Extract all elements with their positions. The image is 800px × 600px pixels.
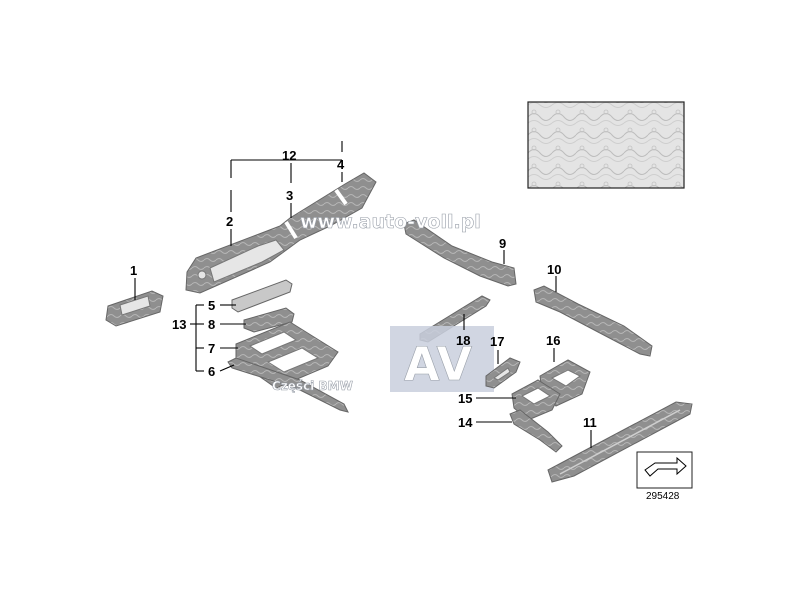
dashboard-trim-strip xyxy=(185,172,377,294)
part-10-door-trim xyxy=(533,285,653,357)
part-15-switch-frame xyxy=(511,379,561,421)
watermark-url: www.auto-voll.pl xyxy=(300,211,481,233)
part-6-long-strip xyxy=(227,357,349,413)
watermark-logo: AV xyxy=(390,326,494,392)
label-9: 9 xyxy=(499,236,506,251)
label-7: 7 xyxy=(208,341,215,356)
label-14: 14 xyxy=(458,415,473,430)
part-9-door-trim xyxy=(403,219,517,287)
label-15: 15 xyxy=(458,391,472,406)
label-2: 2 xyxy=(226,214,233,229)
label-6: 6 xyxy=(208,364,215,379)
part-11-sill-trim xyxy=(547,401,693,483)
leader-lines xyxy=(134,141,592,448)
part-14-trim xyxy=(509,409,563,453)
label-11: 11 xyxy=(583,415,597,430)
label-4: 4 xyxy=(337,157,345,172)
part-5-trim xyxy=(231,279,293,313)
label-17: 17 xyxy=(490,334,504,349)
part-1-trim xyxy=(105,290,164,327)
part-17-trim xyxy=(485,357,521,389)
label-8: 8 xyxy=(208,317,215,332)
label-16: 16 xyxy=(546,333,560,348)
reference-number: 295428 xyxy=(646,491,680,502)
label-1: 1 xyxy=(130,263,137,278)
texture-sample-box xyxy=(527,101,685,189)
label-12: 12 xyxy=(282,148,296,163)
reference-box: 295428 xyxy=(636,451,693,502)
svg-text:AV: AV xyxy=(404,337,472,391)
label-13: 13 xyxy=(172,317,186,332)
part-8-trim xyxy=(243,307,295,333)
arrow-icon xyxy=(644,456,687,477)
label-18: 18 xyxy=(456,333,470,348)
part-labels: 1 2 3 4 5 6 7 8 9 10 11 12 13 14 15 16 1… xyxy=(130,148,597,430)
label-5: 5 xyxy=(208,298,215,313)
label-10: 10 xyxy=(547,262,561,277)
label-3: 3 xyxy=(286,188,293,203)
watermark-subtitle: Części BMW xyxy=(272,379,353,393)
